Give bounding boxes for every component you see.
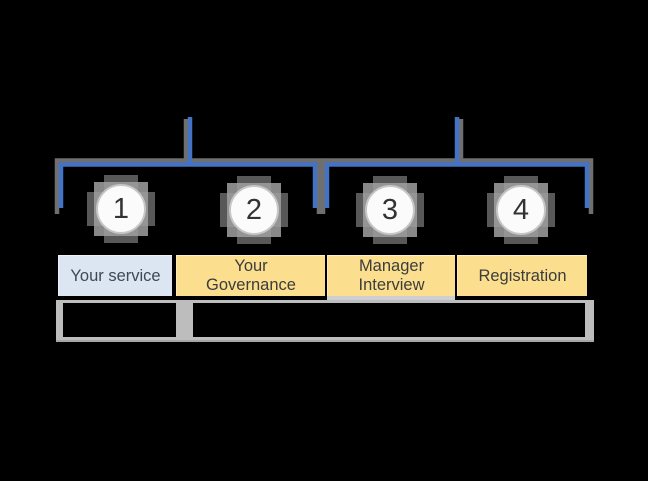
- notes-cell-right: [193, 303, 585, 337]
- stage-cell-registration: Registration: [457, 255, 587, 296]
- step-number: 2: [229, 185, 279, 235]
- stage-label: Manager Interview: [358, 257, 425, 294]
- stage-label: Your Governance: [206, 257, 296, 294]
- stage-label: Your service: [70, 266, 161, 285]
- notes-table: [56, 300, 594, 342]
- stage-cell-your-governance: Your Governance: [176, 255, 325, 296]
- notes-cell-left: [63, 303, 176, 337]
- step-number: 1: [96, 184, 146, 234]
- step-number: 3: [365, 185, 415, 235]
- stage-label: Registration: [478, 266, 567, 285]
- stage-cell-your-service: Your service: [58, 255, 172, 296]
- stage-cell-manager-interview: Manager Interview: [327, 255, 455, 296]
- step-number: 4: [496, 185, 546, 235]
- cell-shadow: [327, 296, 455, 301]
